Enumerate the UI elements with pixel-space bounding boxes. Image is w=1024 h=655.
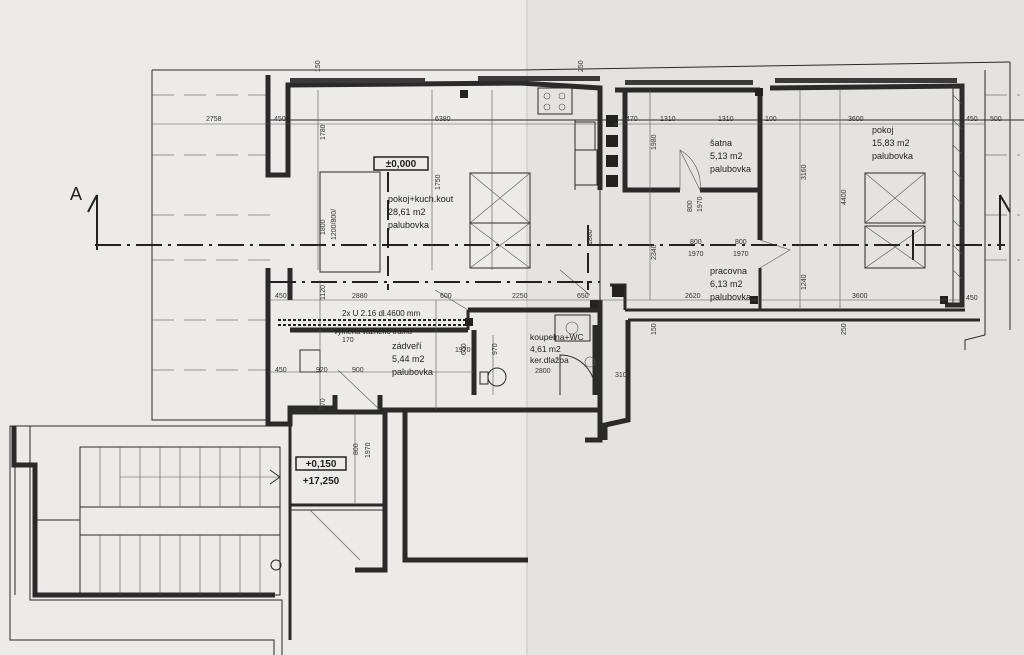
dim-800-d: 800 bbox=[353, 443, 360, 455]
dim-1310-a: 1310 bbox=[660, 116, 676, 123]
dim-6380: 6380 bbox=[435, 116, 451, 123]
dim-900: 900 bbox=[352, 367, 364, 374]
skylights bbox=[319, 171, 926, 273]
dim-970: 970 bbox=[492, 343, 499, 355]
dim-500: 500 bbox=[990, 116, 1002, 123]
room-hall: zádveří 5,44 m2 palubovka bbox=[392, 341, 433, 377]
dim-1120: 1120 bbox=[320, 285, 327, 300]
dim-3160: 3160 bbox=[801, 164, 808, 180]
beam-note-line1: 2x U 2.16 dl.4600 mm bbox=[342, 309, 421, 318]
exterior-walls bbox=[265, 75, 980, 427]
beam-replacement bbox=[278, 319, 468, 326]
kitchen-fixtures bbox=[460, 87, 948, 326]
dim-450-d: 450 bbox=[275, 367, 287, 374]
room-bath-name: koupelna+WC bbox=[530, 332, 584, 342]
level-main-text: ±0,000 bbox=[386, 159, 417, 170]
dim-1780: 1780 bbox=[320, 124, 327, 140]
dim-920: 920 bbox=[316, 367, 328, 374]
dim-3600-b: 3600 bbox=[852, 293, 868, 300]
stair-core bbox=[11, 320, 631, 640]
dim-1200: 1200/800/ bbox=[331, 209, 338, 240]
room-living-floor: palubovka bbox=[388, 220, 429, 230]
dim-1980: 1980 bbox=[651, 134, 658, 150]
level-stair-a-text: +0,150 bbox=[306, 459, 337, 470]
level-stair-b-text: +17,250 bbox=[303, 476, 340, 487]
room-study-floor: palubovka bbox=[710, 292, 751, 302]
paper-right bbox=[527, 0, 1024, 655]
room-bedroom-floor: palubovka bbox=[872, 151, 913, 161]
dim-1970-a: 1970 bbox=[688, 251, 704, 258]
dim-170: 170 bbox=[342, 337, 354, 344]
room-living-area: 28,61 m2 bbox=[388, 207, 426, 217]
room-bath-area: 4,61 m2 bbox=[530, 344, 561, 354]
section-line-a bbox=[87, 172, 1011, 290]
dim-250-b: 250 bbox=[841, 323, 848, 335]
dim-2250: 2250 bbox=[512, 293, 528, 300]
dim-450-a: 450 bbox=[274, 116, 286, 123]
level-main: ±0,000 bbox=[373, 156, 429, 171]
dim-470: 470 bbox=[626, 116, 638, 123]
stair-treads bbox=[99, 447, 282, 595]
roof-beams bbox=[290, 76, 963, 305]
beam-note-line2: výměna vazného trámu bbox=[334, 327, 412, 336]
room-bedroom-area: 15,83 m2 bbox=[872, 138, 910, 148]
room-living: pokoj+kuch.kout 28,61 m2 palubovka bbox=[388, 194, 454, 230]
dim-1970-c: 1970 bbox=[455, 347, 471, 354]
dim-450-c: 450 bbox=[275, 293, 287, 300]
door-swings bbox=[309, 149, 791, 561]
dim-2880: 2880 bbox=[352, 293, 368, 300]
dim-2620: 2620 bbox=[685, 293, 701, 300]
dim-600: 600 bbox=[440, 293, 452, 300]
dimension-labels: 6380 2758 450 450 500 1310 1310 3600 470… bbox=[206, 60, 1002, 458]
room-bedroom: pokoj 15,83 m2 palubovka bbox=[872, 125, 913, 161]
dim-100: 100 bbox=[765, 116, 777, 123]
room-bedroom-name: pokoj bbox=[872, 125, 894, 135]
outline-thin bbox=[9, 61, 1024, 655]
room-hall-name: zádveří bbox=[392, 341, 422, 351]
room-closet-area: 5,13 m2 bbox=[710, 151, 743, 161]
dim-150-a: 150 bbox=[315, 60, 322, 72]
dimension-lines bbox=[152, 90, 985, 505]
roof-dashed-lines bbox=[152, 94, 1020, 371]
room-closet: šatna 5,13 m2 palubovka bbox=[710, 138, 751, 174]
room-hall-floor: palubovka bbox=[392, 367, 433, 377]
dim-800-b: 800 bbox=[735, 239, 747, 246]
dim-250-a: 250 bbox=[578, 60, 585, 72]
dim-450-e: 450 bbox=[966, 295, 978, 302]
dim-1970-b: 1970 bbox=[733, 251, 749, 258]
room-bath: koupelna+WC 4,61 m2 ker.dlažba bbox=[530, 332, 584, 365]
dim-800-a: 800 bbox=[690, 239, 702, 246]
dim-800-c: 800 bbox=[687, 200, 694, 212]
dim-4400: 4400 bbox=[841, 189, 848, 205]
room-hall-area: 5,44 m2 bbox=[392, 354, 425, 364]
room-closet-name: šatna bbox=[710, 138, 732, 148]
room-bath-floor: ker.dlažba bbox=[530, 355, 569, 365]
dim-1970-d: 1970 bbox=[697, 196, 704, 212]
dim-310: 310 bbox=[615, 372, 627, 379]
dim-1240: 1240 bbox=[801, 274, 808, 290]
dim-1860: 1860 bbox=[587, 229, 594, 245]
dim-1310-b: 1310 bbox=[718, 116, 734, 123]
dim-170-b: 170 bbox=[320, 398, 327, 410]
dim-2758: 2758 bbox=[206, 116, 222, 123]
room-living-name: pokoj+kuch.kout bbox=[388, 194, 454, 204]
dim-1750: 1750 bbox=[435, 174, 442, 190]
dim-600-b: 600 bbox=[461, 343, 468, 355]
section-marker-left: A bbox=[70, 184, 82, 204]
room-closet-floor: palubovka bbox=[710, 164, 751, 174]
dim-450-b: 450 bbox=[966, 116, 978, 123]
dim-1800: 1800 bbox=[320, 219, 327, 235]
dim-2340: 2340 bbox=[651, 244, 658, 260]
level-stair: +0,150 +17,250 bbox=[295, 456, 347, 487]
room-study-name: pracovna bbox=[710, 266, 747, 276]
room-study-area: 6,13 m2 bbox=[710, 279, 743, 289]
dim-650: 650 bbox=[577, 293, 589, 300]
dim-2800: 2800 bbox=[535, 368, 551, 375]
dim-3600: 3600 bbox=[848, 116, 864, 123]
dim-150-b: 150 bbox=[651, 323, 658, 335]
dim-1970-e: 1970 bbox=[365, 442, 372, 458]
room-study: pracovna 6,13 m2 palubovka bbox=[710, 266, 751, 302]
